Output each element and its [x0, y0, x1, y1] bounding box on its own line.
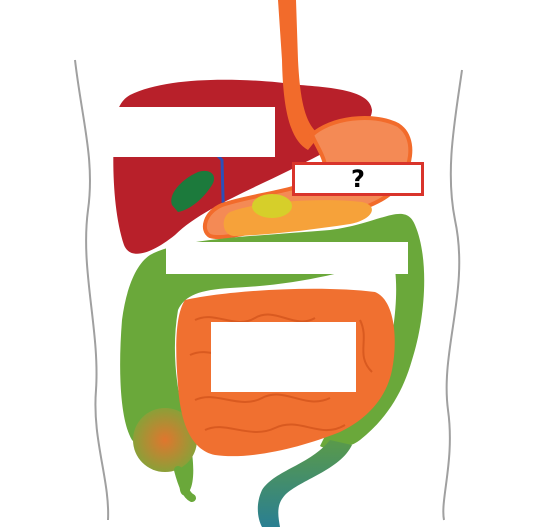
body-outline-right	[442, 69, 463, 521]
stomach-label-box: ?	[292, 162, 424, 196]
body-outline-left	[74, 59, 110, 521]
question-mark-label: ?	[351, 165, 365, 193]
large-intestine-label-box	[166, 242, 408, 274]
gallbladder	[171, 170, 215, 212]
rectum	[257, 440, 352, 527]
esophagus	[278, 0, 320, 150]
duodenum-yellow	[252, 194, 292, 218]
cecum	[133, 408, 197, 472]
appendix	[174, 466, 196, 502]
small-intestine-label-box	[211, 322, 356, 392]
liver-label-box	[113, 107, 275, 157]
